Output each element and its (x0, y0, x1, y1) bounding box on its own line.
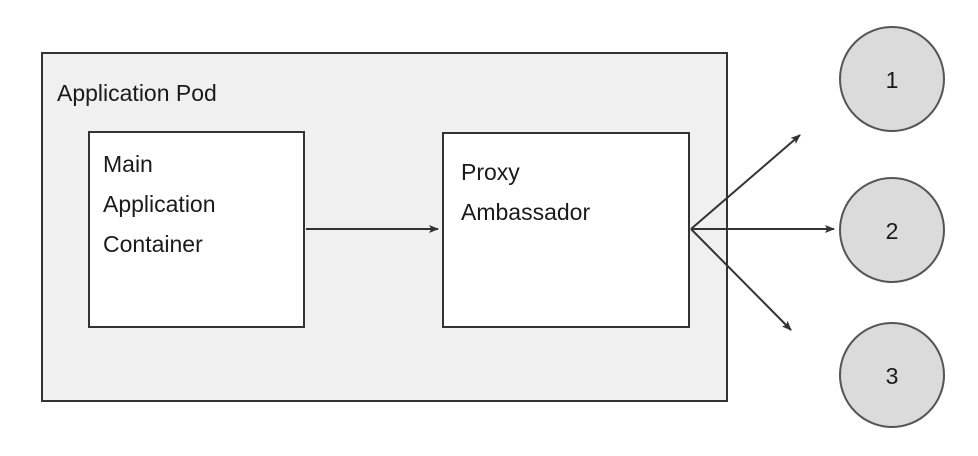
external-node-3[interactable] (839, 322, 945, 428)
proxy-ambassador-line-2: Ambassador (461, 199, 590, 225)
application-pod-label: Application Pod (57, 80, 217, 106)
connector-proxy-to-node-1[interactable] (690, 134, 801, 230)
external-node-1-label: 1 (886, 67, 899, 93)
external-node-3-label: 3 (886, 363, 899, 389)
proxy-ambassador-container-box[interactable] (442, 132, 690, 328)
main-application-container-line-3: Container (103, 231, 203, 257)
external-node-2-label: 2 (886, 218, 899, 244)
external-node-2[interactable] (839, 177, 945, 283)
main-application-container-box[interactable] (88, 131, 305, 328)
connector-proxy-to-node-3[interactable] (690, 228, 792, 331)
main-application-container-line-2: Application (103, 191, 216, 217)
external-node-1[interactable] (839, 26, 945, 132)
main-application-container-line-1: Main (103, 151, 153, 177)
proxy-ambassador-line-1: Proxy (461, 159, 520, 185)
